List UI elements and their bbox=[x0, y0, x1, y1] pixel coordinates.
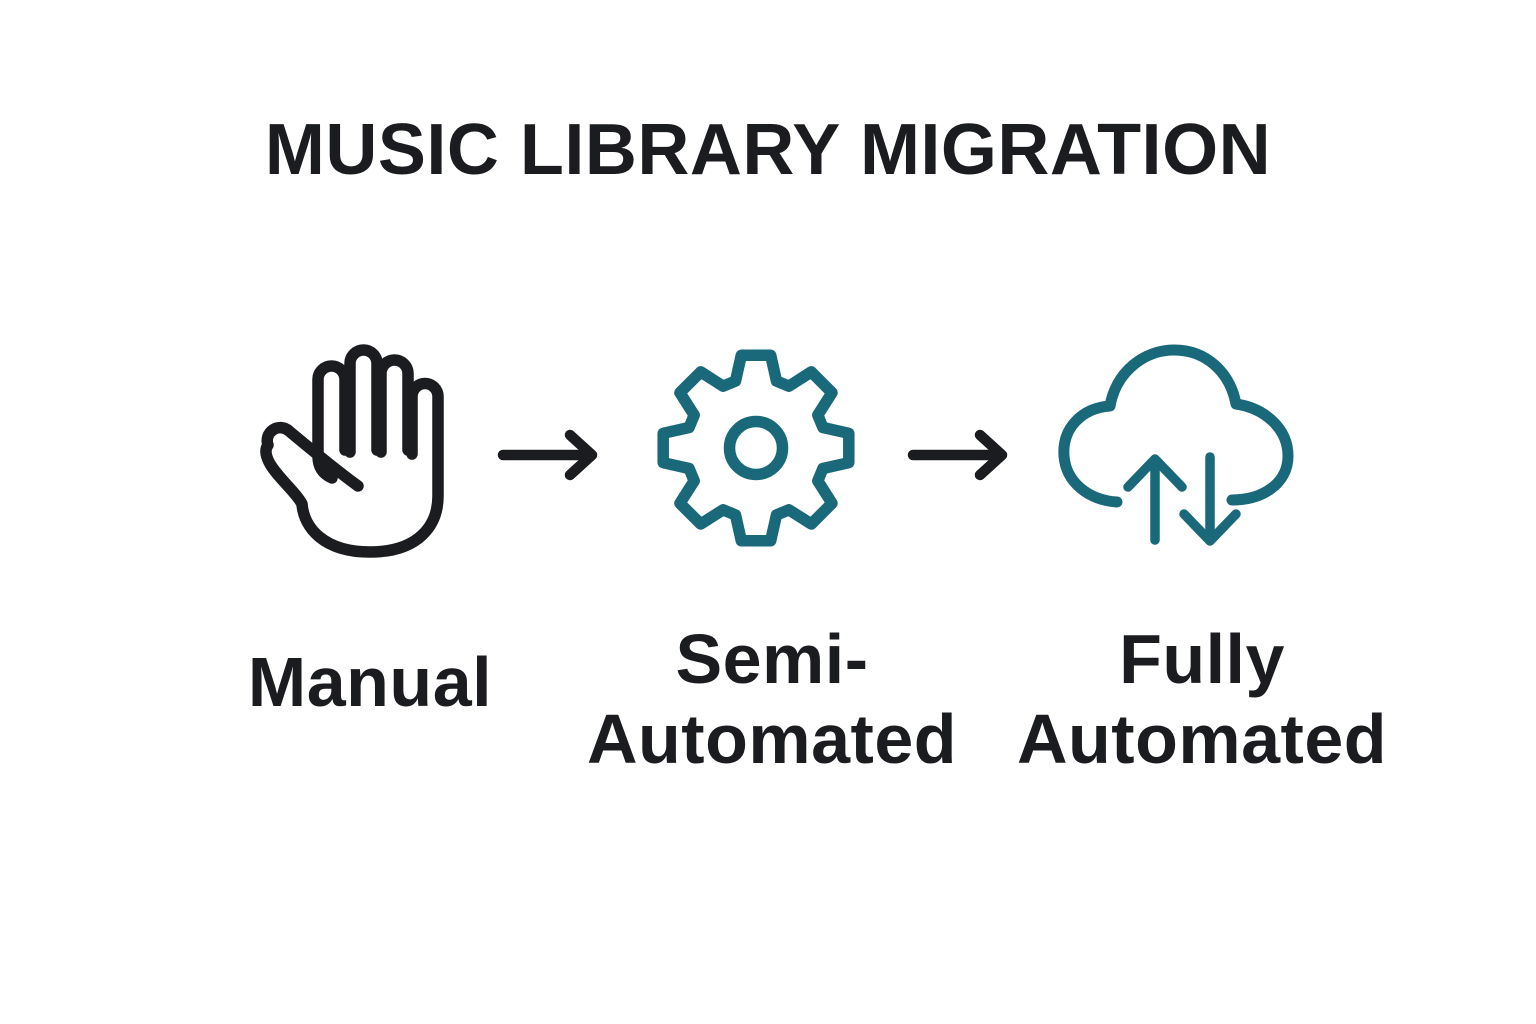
stage-fully-automated bbox=[1058, 342, 1294, 552]
right-arrow-icon bbox=[497, 429, 598, 481]
diagram-title: MUSIC LIBRARY MIGRATION bbox=[264, 110, 1272, 190]
stage-manual bbox=[260, 344, 445, 559]
stage-label-line: Fully bbox=[1119, 620, 1285, 698]
stage-label-line: Semi- bbox=[675, 620, 869, 698]
stage-label-line: Automated bbox=[586, 700, 958, 778]
flow-connector-2 bbox=[907, 429, 1008, 481]
right-arrow-icon bbox=[907, 429, 1008, 481]
stage-label-manual: Manual bbox=[248, 642, 492, 722]
flow-connector-1 bbox=[497, 429, 598, 481]
hand-icon bbox=[260, 344, 444, 558]
cloud-sync-icon bbox=[1058, 344, 1294, 546]
stage-semi-automated bbox=[656, 348, 856, 548]
stage-label-line: Automated bbox=[1016, 700, 1388, 778]
stage-label-semi-automated: Semi- Automated bbox=[587, 619, 957, 779]
gear-icon bbox=[657, 349, 855, 547]
stage-label-line: Manual bbox=[247, 643, 493, 721]
stage-label-fully-automated: Fully Automated bbox=[1017, 619, 1387, 779]
